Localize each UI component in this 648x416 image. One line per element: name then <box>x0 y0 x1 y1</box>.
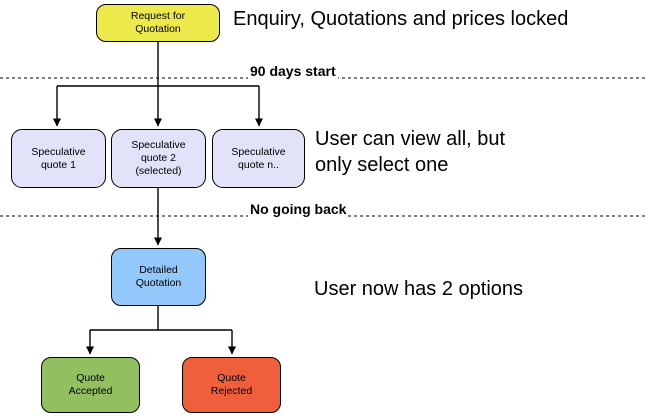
node-speculative-quote-1[interactable]: Speculative quote 1 <box>11 129 106 188</box>
node-speculative-quote-2-selected[interactable]: Speculative quote 2 (selected) <box>111 129 206 188</box>
connector-detailed-to-outcomes <box>86 306 236 355</box>
node-request-for-quotation[interactable]: Request for Quotation <box>96 4 220 42</box>
connector-rfq-to-speculative <box>53 42 263 127</box>
annotation-two-options: User now has 2 options <box>314 278 524 300</box>
annotation-view-all-select-one: User can view all, but only select one <box>315 128 506 176</box>
node-detailed-quotation[interactable]: Detailed Quotation <box>111 248 206 306</box>
node-speculative-quote-n[interactable]: Speculative quote n.. <box>212 129 305 188</box>
phase-label-no-going-back: No going back <box>248 201 349 217</box>
node-quote-accepted[interactable]: Quote Accepted <box>41 357 140 413</box>
annotation-prices-locked: Enquiry, Quotations and prices locked <box>233 8 569 30</box>
phase-label-90-days-start: 90 days start <box>248 63 338 79</box>
node-quote-rejected[interactable]: Quote Rejected <box>182 357 281 413</box>
